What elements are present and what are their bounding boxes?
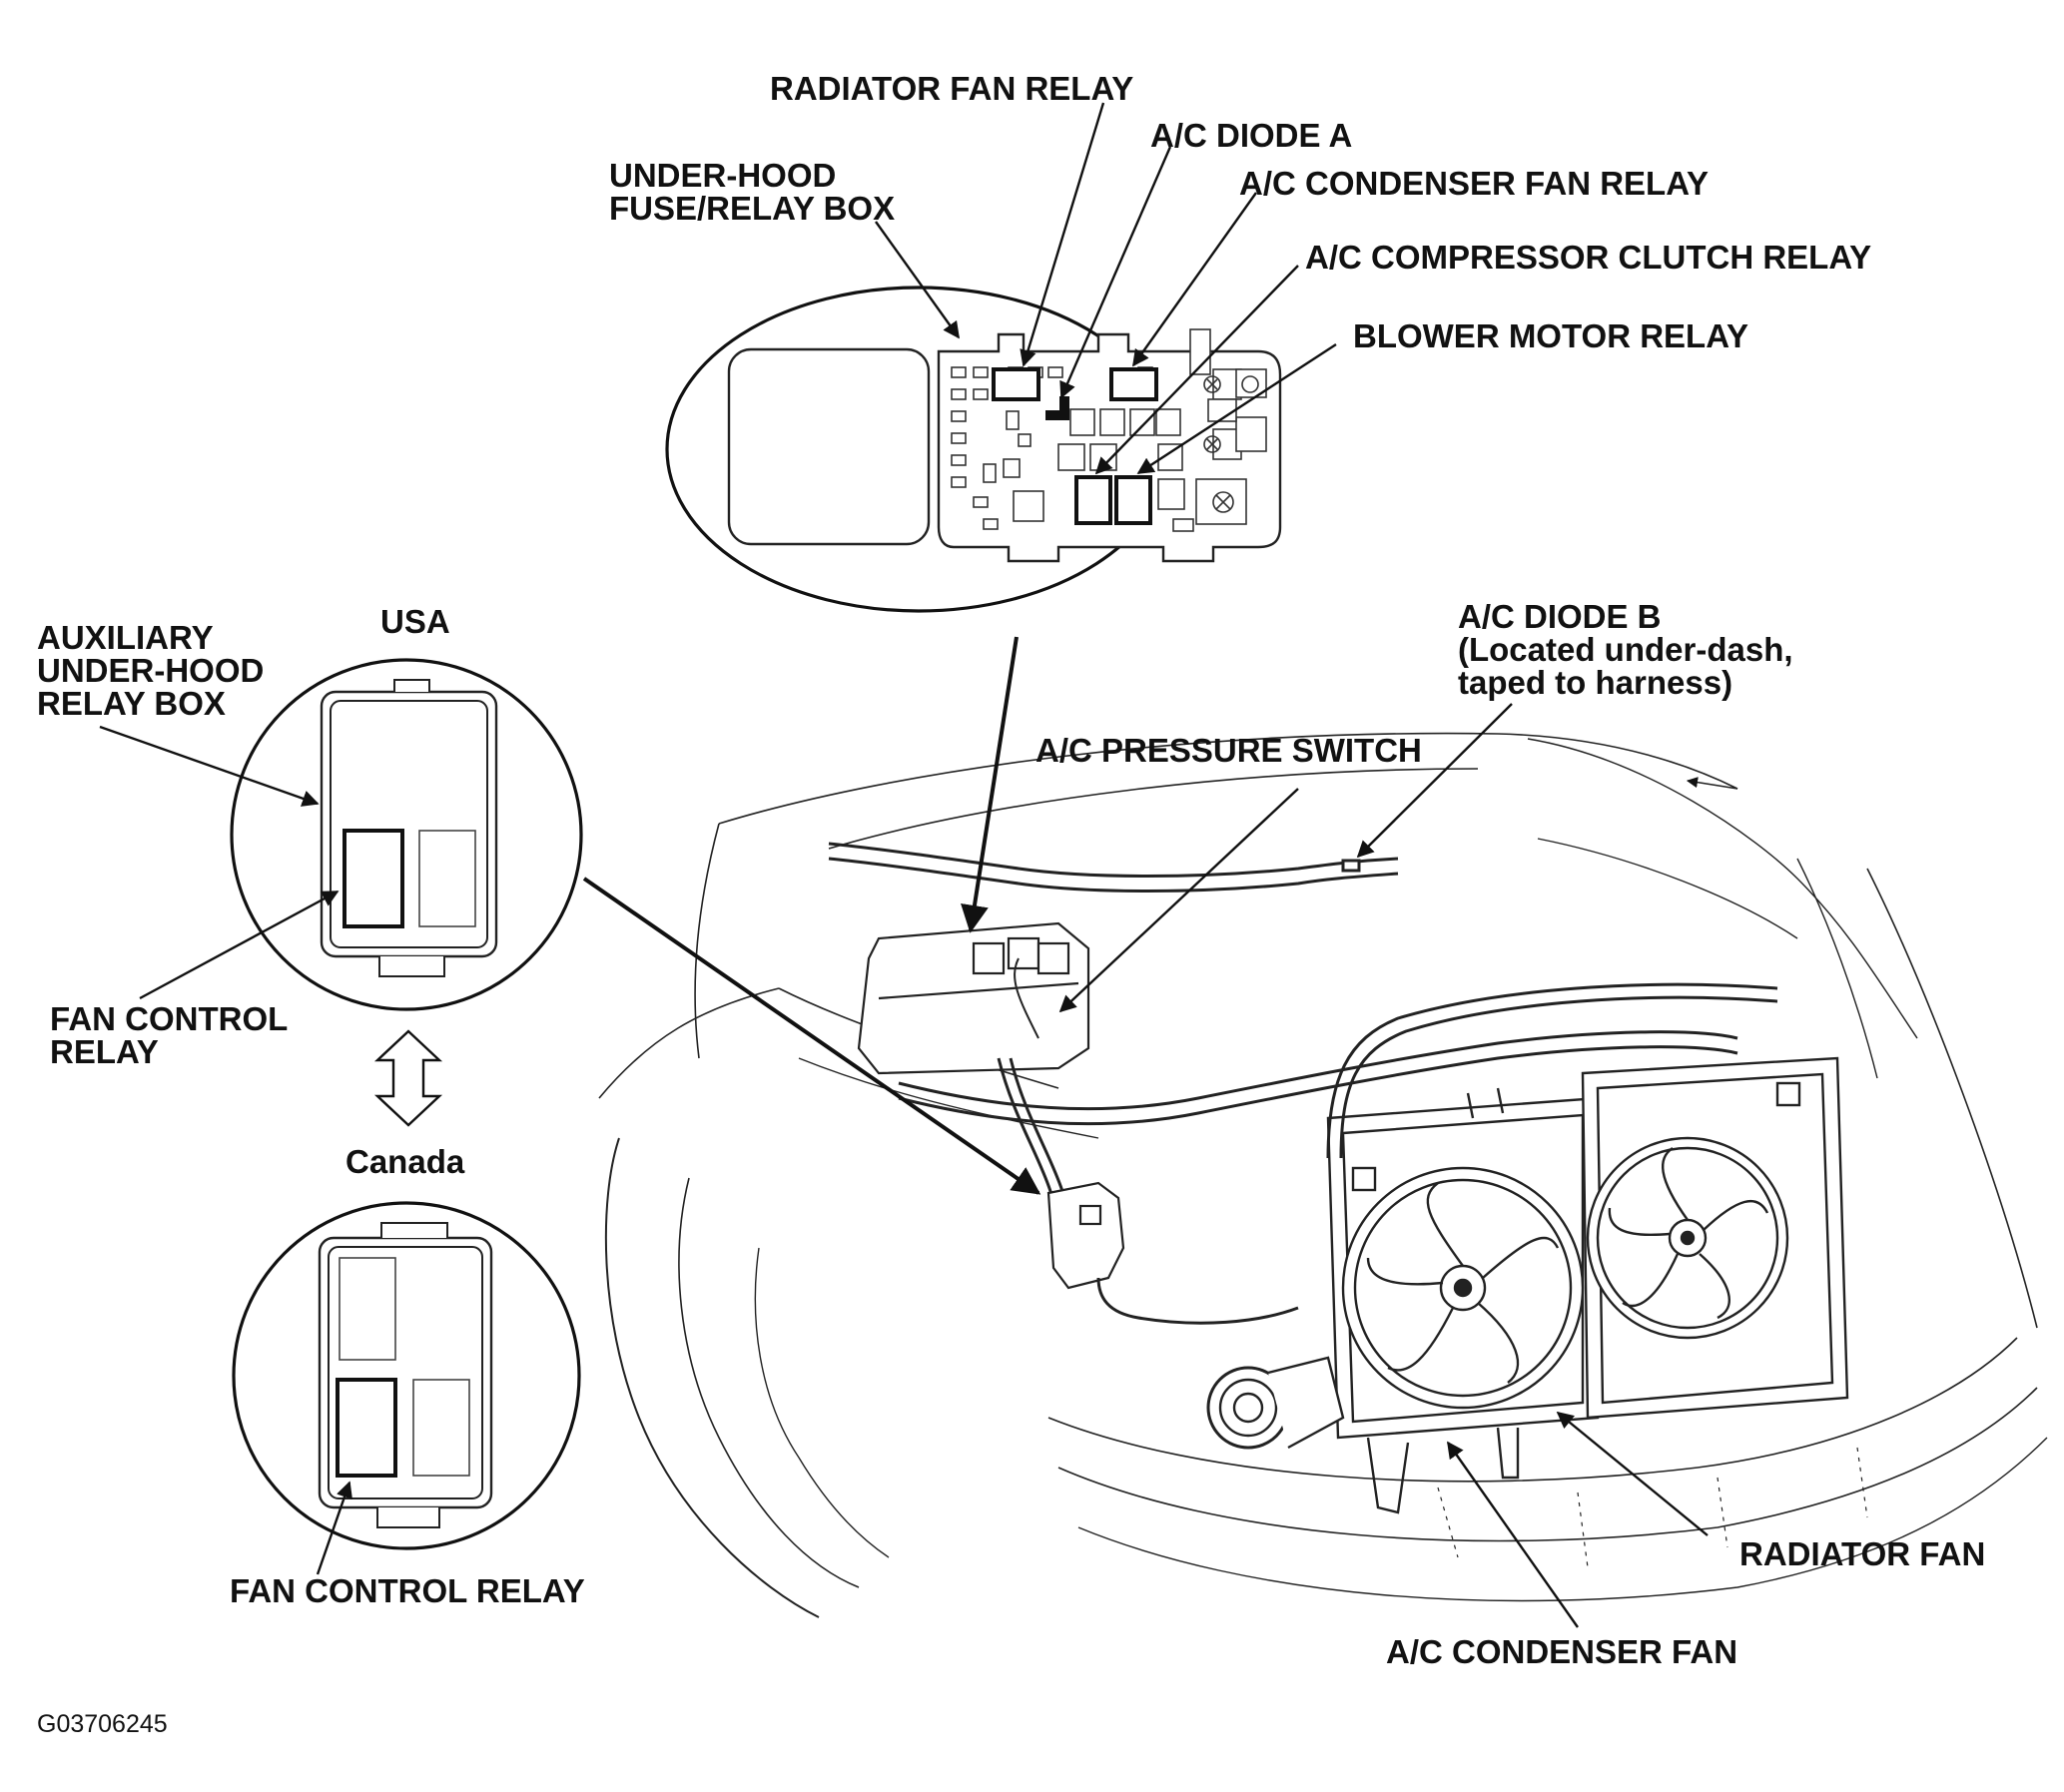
ac-diode-b-line-1: A/C DIODE B [1458, 598, 1662, 635]
blower-motor-relay-slot [1114, 475, 1152, 525]
auxiliary-relay-box-line-3: RELAY BOX [37, 685, 226, 722]
usa-aux-relay-box-inset [230, 658, 583, 1011]
under-hood-fuse-relay-box-line-2: FUSE/RELAY BOX [609, 190, 896, 227]
usa-fan-control-relay-slot [343, 829, 404, 928]
usa-label: USA [380, 603, 450, 640]
ac-condenser-fan-relay-slot [1109, 367, 1158, 401]
usa-fan-control-relay-line-1: FAN CONTROL [50, 1000, 289, 1037]
canada-fan-control-relay-slot [336, 1378, 397, 1478]
leader-lines [99, 102, 1709, 1628]
usa-fan-control-relay-label: FAN CONTROL RELAY [50, 1002, 288, 1068]
ac-condenser-fan-label: A/C CONDENSER FAN [1386, 1633, 1738, 1670]
ac-diode-b-line-3: taped to harness) [1458, 664, 1733, 701]
usa-fan-control-relay-line-2: RELAY [50, 1033, 159, 1070]
figure-code: G03706245 [37, 1710, 168, 1738]
ac-diode-b-line-2: (Located under-dash, [1458, 631, 1793, 668]
ac-diode-b-label: A/C DIODE B (Located under-dash, taped t… [1458, 600, 1793, 699]
usa-canada-alternate-arrow [373, 1029, 443, 1127]
under-hood-fuse-relay-box-line-1: UNDER-HOOD [609, 157, 837, 194]
ac-condenser-fan-relay-label: A/C CONDENSER FAN RELAY [1239, 165, 1710, 202]
canada-aux-relay-box-inset [232, 1201, 581, 1550]
connector-arrows [582, 636, 1041, 1195]
under-hood-fuse-box-inset [665, 286, 1282, 613]
radiator-fan-label: RADIATOR FAN [1739, 1535, 1986, 1572]
ac-compressor-clutch-relay-slot [1074, 475, 1112, 525]
canada-fan-control-relay-label: FAN CONTROL RELAY [230, 1572, 585, 1609]
wiring-harness [828, 842, 1399, 893]
blower-motor-relay-label: BLOWER MOTOR RELAY [1353, 317, 1749, 354]
canada-label: Canada [345, 1143, 465, 1180]
ac-compressor-clutch-relay-label: A/C COMPRESSOR CLUTCH RELAY [1305, 239, 1872, 276]
cooling-fan-assembly [1206, 982, 1849, 1514]
auxiliary-relay-box-line-2: UNDER-HOOD [37, 652, 265, 689]
engine-bay-fuse-box [857, 921, 1738, 1268]
auxiliary-relay-box-label: AUXILIARY UNDER-HOOD RELAY BOX [37, 621, 264, 720]
under-hood-fuse-relay-box-label: UNDER-HOOD FUSE/RELAY BOX [609, 159, 895, 225]
auxiliary-relay-box-in-vehicle [1046, 1181, 1299, 1325]
ac-diode-a-label: A/C DIODE A [1150, 117, 1353, 154]
ac-pressure-switch-label: A/C PRESSURE SWITCH [1035, 732, 1422, 769]
radiator-fan-relay-slot [992, 367, 1040, 401]
radiator-fan-relay-label: RADIATOR FAN RELAY [770, 70, 1134, 107]
auxiliary-relay-box-line-1: AUXILIARY [37, 619, 214, 656]
vehicle-body [598, 732, 2048, 1618]
